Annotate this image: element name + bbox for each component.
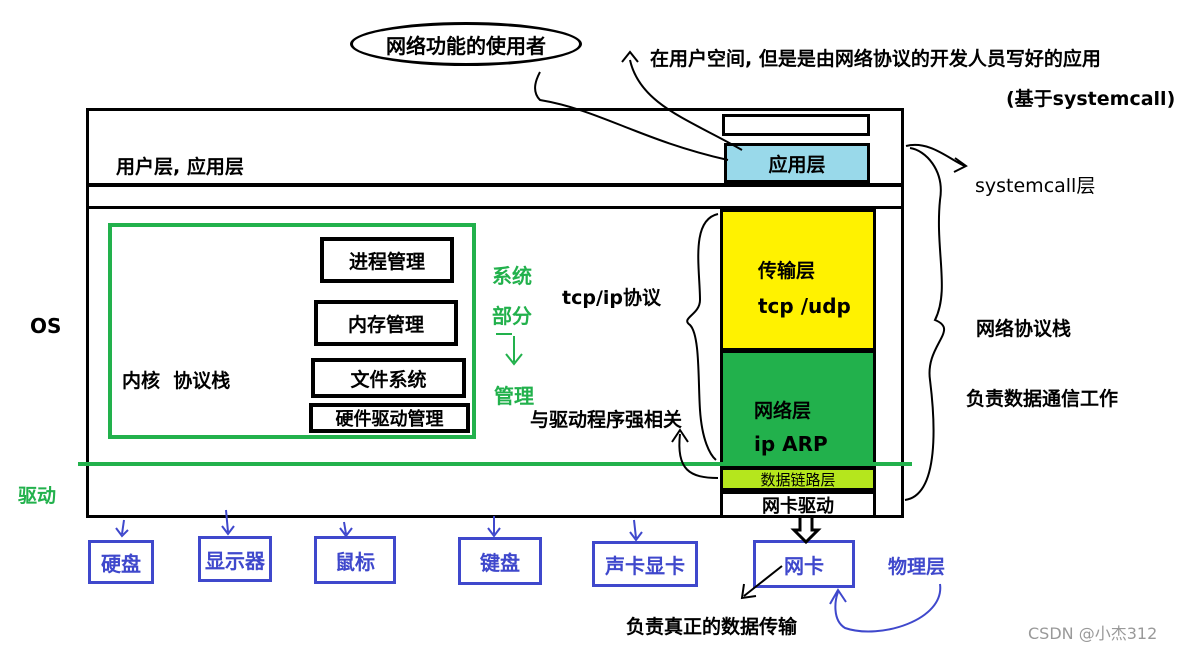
hw-tick-5	[629, 519, 643, 542]
network-protocols-label: ip ARP	[754, 432, 828, 456]
memory-management-box: 内存管理	[314, 300, 458, 346]
transport-layer-box	[720, 209, 876, 351]
nic-driver-box: 网卡驱动	[720, 491, 876, 518]
hardware-nic-label: 网卡	[784, 553, 824, 578]
app-layer-label: 应用层	[768, 153, 826, 176]
hardware-driver-management-box: 硬件驱动管理	[309, 403, 470, 433]
process-management-label: 进程管理	[348, 250, 425, 273]
datalink-layer-box: 数据链路层	[720, 467, 876, 491]
app-layer-box: 应用层	[724, 143, 870, 183]
watermark: CSDN @小杰312	[1028, 624, 1158, 643]
hardware-soundcard: 声卡显卡	[592, 541, 698, 587]
file-system-label: 文件系统	[350, 368, 427, 391]
tcpip-label: tcp/ip协议	[562, 287, 661, 309]
hardware-keyboard: 键盘	[458, 537, 542, 585]
system-note-1: 系统	[492, 264, 532, 288]
systemcall-note: (基于systemcall)	[1006, 88, 1176, 110]
user-layer-label: 用户层, 应用层	[116, 156, 244, 178]
transport-protocols-label: tcp /udp	[758, 294, 851, 318]
network-layer-label: 网络层	[754, 400, 812, 422]
system-note-2: 部分	[492, 304, 532, 328]
hardware-mouse-label: 鼠标	[335, 549, 375, 574]
datalink-layer-label: 数据链路层	[760, 470, 836, 489]
driver-line	[78, 462, 912, 466]
driver-label: 驱动	[18, 485, 57, 507]
kernel-label: 内核 协议栈	[122, 370, 231, 392]
network-layer-box	[720, 350, 876, 467]
hardware-display-label: 显示器	[205, 548, 265, 573]
nic-driver-label: 网卡驱动	[762, 495, 834, 517]
driver-relation-label: 与驱动程序强相关	[530, 409, 683, 431]
nic-driver-to-nic-arrow	[790, 518, 822, 545]
systemcall-band	[86, 183, 904, 209]
hardware-driver-management-label: 硬件驱动管理	[335, 409, 444, 430]
hardware-keyboard-label: 键盘	[480, 550, 520, 575]
kernel-box	[108, 223, 476, 439]
physical-layer-label: 物理层	[888, 556, 946, 578]
hardware-display: 显示器	[198, 536, 272, 582]
nic-desc-label: 负责真正的数据传输	[626, 616, 798, 638]
memory-management-label: 内存管理	[347, 313, 424, 336]
hardware-soundcard-label: 声卡显卡	[605, 553, 685, 578]
app-slot-box	[722, 114, 870, 136]
hardware-mouse: 鼠标	[314, 536, 396, 584]
process-management-box: 进程管理	[320, 237, 454, 283]
protocol-stack-brace	[904, 147, 946, 501]
systemcall-label: systemcall层	[975, 175, 1096, 197]
hw-tick-1	[115, 519, 129, 538]
hw-tick-4	[487, 516, 501, 538]
hardware-disk: 硬盘	[88, 540, 154, 584]
system-note-3: 管理	[494, 384, 534, 408]
transport-layer-label: 传输层	[758, 260, 816, 282]
network-user-label: 网络功能的使用者	[386, 33, 546, 58]
hardware-disk-label: 硬盘	[101, 551, 141, 576]
os-label: OS	[30, 314, 62, 338]
physical-layer-curve	[829, 583, 942, 633]
network-user-ellipse: 网络功能的使用者	[350, 22, 582, 66]
protocol-stack-label: 网络协议栈	[976, 318, 1072, 340]
protocol-stack-desc: 负责数据通信工作	[966, 388, 1119, 410]
file-system-box: 文件系统	[311, 358, 466, 398]
systemcall-arrow	[905, 143, 968, 173]
hardware-nic: 网卡	[753, 540, 855, 588]
user-space-note: 在用户空间, 但是是由网络协议的开发人员写好的应用	[650, 48, 1101, 70]
hw-tick-3	[339, 521, 353, 538]
